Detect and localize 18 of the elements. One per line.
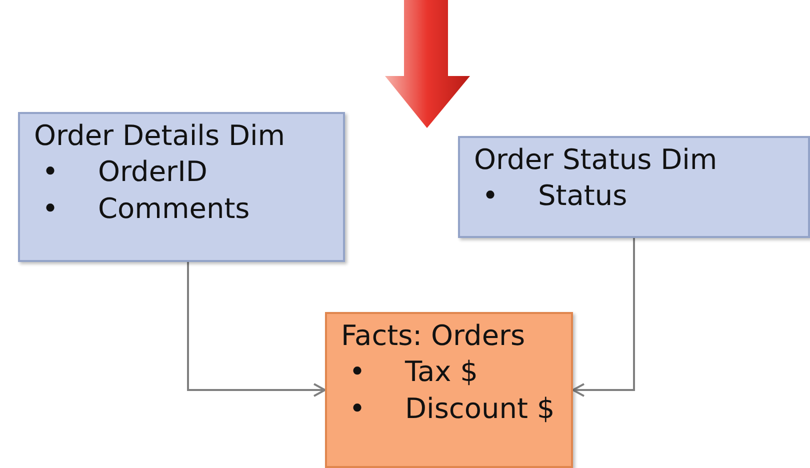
field-name: Status xyxy=(538,178,628,214)
field-name: Comments xyxy=(98,190,250,227)
bullet: • xyxy=(42,190,60,227)
field-name: Tax $ xyxy=(405,354,478,390)
fact-table-box xyxy=(325,312,573,468)
bullet: • xyxy=(482,178,500,214)
bullet: • xyxy=(349,390,367,427)
table-title: Facts: Orders xyxy=(341,318,526,354)
bullet: • xyxy=(42,154,60,190)
table-title: Order Details Dim xyxy=(34,118,286,154)
bullet: • xyxy=(349,354,367,390)
connector-arrow xyxy=(572,238,635,397)
connector-arrow xyxy=(187,262,326,397)
dimension-table-box xyxy=(458,136,810,238)
table-title: Order Status Dim xyxy=(474,142,718,178)
field-name: Discount $ xyxy=(405,390,555,427)
dimension-table-box xyxy=(18,112,345,262)
field-name: OrderID xyxy=(98,154,208,190)
